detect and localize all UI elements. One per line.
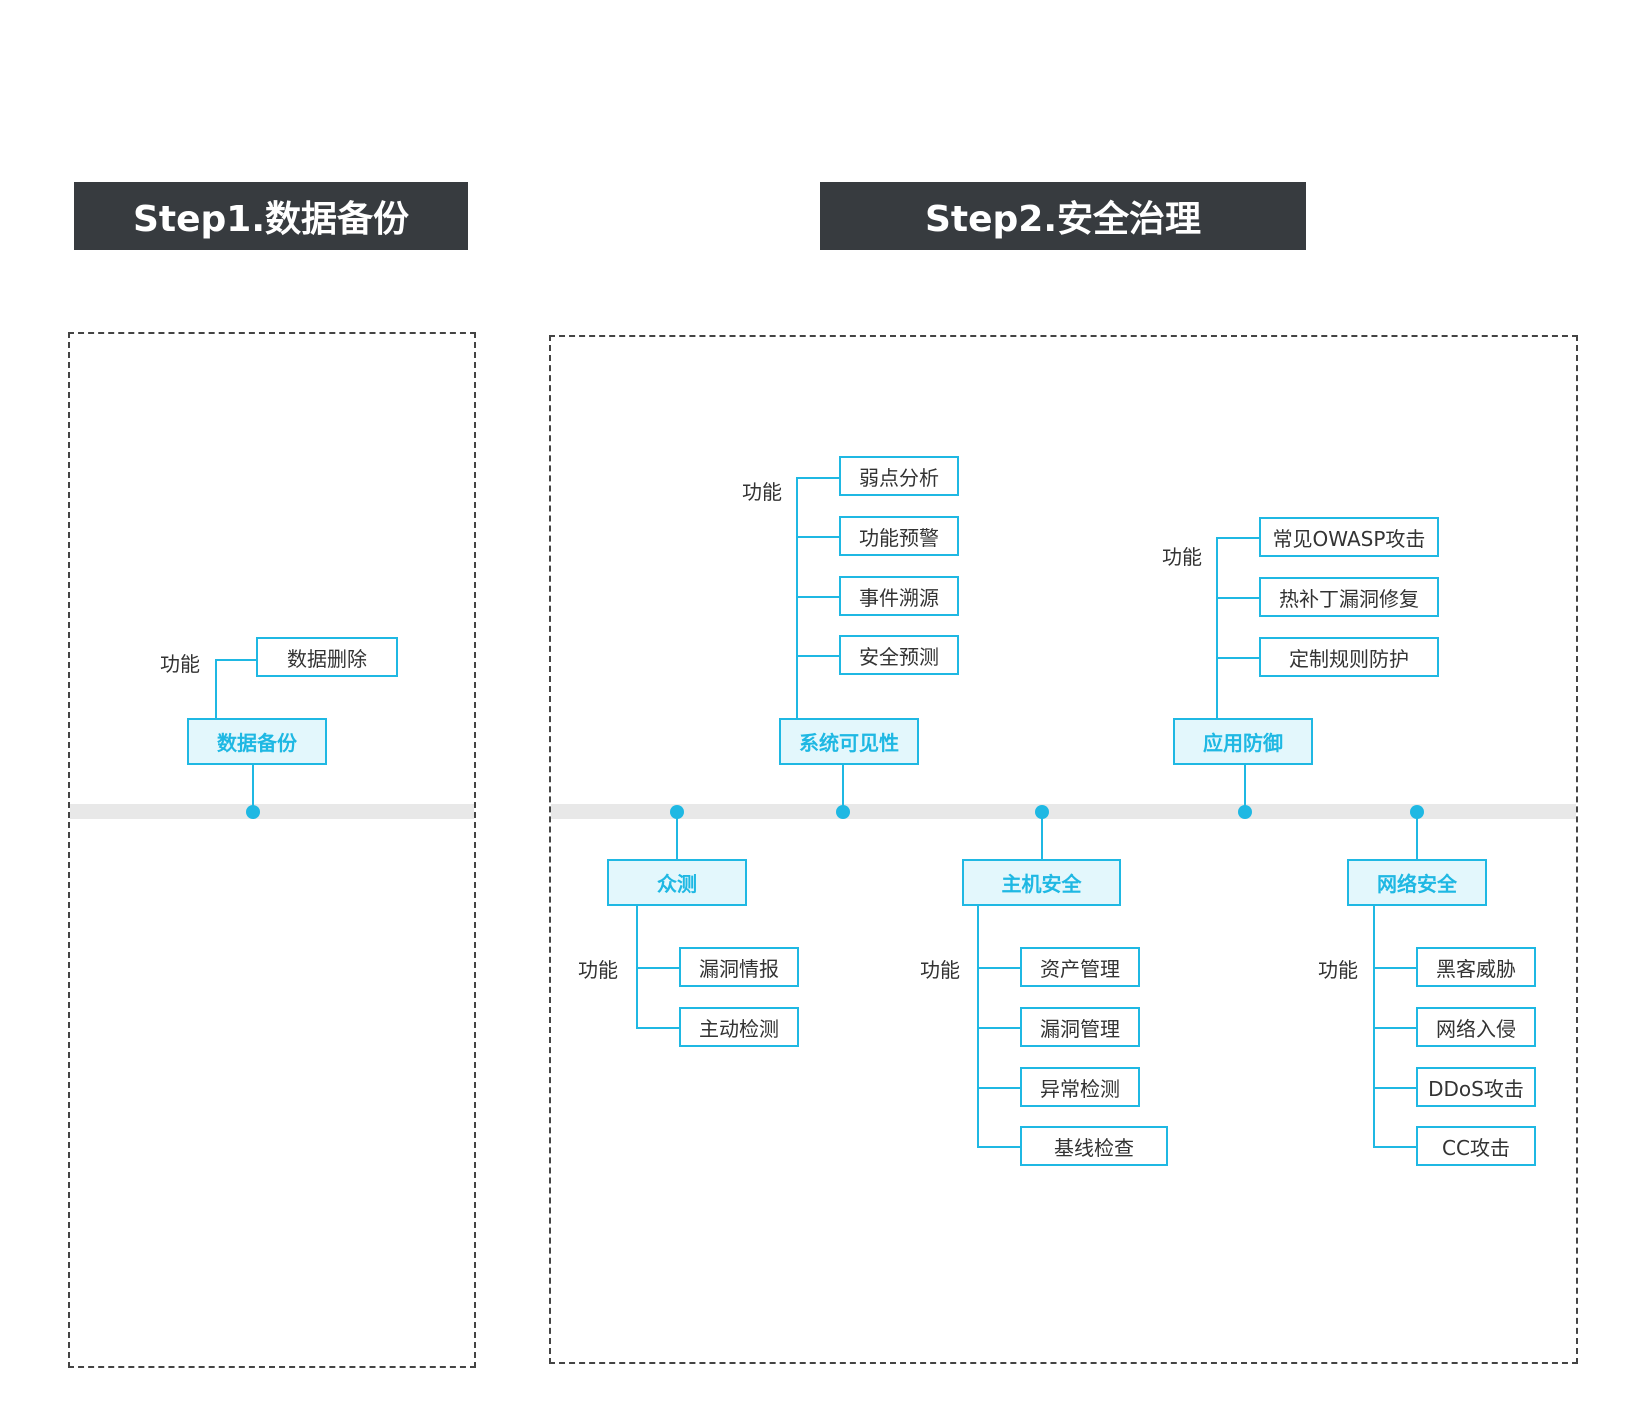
- function-label: 功能: [160, 652, 200, 676]
- connector-line: [977, 1146, 1021, 1148]
- connector-line: [215, 659, 256, 661]
- feature-label: 定制规则防护: [1289, 646, 1409, 671]
- function-label: 功能: [578, 958, 618, 982]
- connector-line: [796, 477, 798, 719]
- connector-line: [977, 1087, 1021, 1089]
- function-label: 功能: [1162, 545, 1202, 569]
- feature-box: 功能预警: [839, 516, 959, 556]
- node-host-security-label: 主机安全: [1001, 872, 1082, 896]
- connector-line: [1216, 537, 1260, 539]
- connector-line: [252, 764, 254, 806]
- feature-label: 数据删除: [287, 646, 367, 671]
- feature-box: 漏洞管理: [1020, 1007, 1140, 1047]
- function-label: 功能: [742, 480, 782, 504]
- feature-label: 网络入侵: [1436, 1016, 1516, 1041]
- connector-line: [1244, 764, 1246, 806]
- connector-line: [1416, 818, 1418, 860]
- feature-label: 功能预警: [859, 525, 939, 550]
- step1-panel: [68, 332, 476, 1368]
- feature-box: 主动检测: [679, 1007, 799, 1047]
- step2-title: Step2.安全治理: [924, 199, 1202, 240]
- feature-label: 主动检测: [699, 1016, 779, 1041]
- feature-box: 安全预测: [839, 635, 959, 675]
- timeline-dot: [1238, 805, 1252, 819]
- connector-line: [1041, 818, 1043, 860]
- feature-box: 弱点分析: [839, 456, 959, 496]
- feature-label: 黑客威胁: [1436, 956, 1516, 981]
- feature-box: 事件溯源: [839, 576, 959, 616]
- feature-label: 资产管理: [1040, 956, 1120, 981]
- node-network-security-label: 网络安全: [1377, 872, 1457, 896]
- connector-line: [796, 655, 840, 657]
- feature-box: 数据删除: [256, 637, 398, 677]
- connector-line: [1373, 967, 1417, 969]
- feature-label: 事件溯源: [859, 585, 939, 610]
- connector-line: [796, 596, 840, 598]
- function-label: 功能: [1318, 958, 1358, 982]
- connector-line: [636, 1027, 680, 1029]
- connector-line: [977, 1027, 1021, 1029]
- step2-timeline: [551, 804, 1576, 819]
- connector-line: [1216, 657, 1260, 659]
- step1-timeline: [70, 804, 474, 819]
- feature-box: 热补丁漏洞修复: [1259, 577, 1439, 617]
- node-app-defense-label: 应用防御: [1203, 731, 1283, 755]
- feature-label: 热补丁漏洞修复: [1279, 586, 1419, 611]
- step1-title: Step1.数据备份: [132, 199, 410, 240]
- node-system-visibility: 系统可见性: [779, 718, 919, 765]
- node-network-security: 网络安全: [1347, 859, 1487, 906]
- connector-line: [1373, 1027, 1417, 1029]
- feature-box: 黑客威胁: [1416, 947, 1536, 987]
- timeline-dot: [246, 805, 260, 819]
- feature-box: 基线检查: [1020, 1126, 1168, 1166]
- timeline-dot: [670, 805, 684, 819]
- connector-line: [1373, 1146, 1417, 1148]
- node-host-security: 主机安全: [962, 859, 1121, 906]
- feature-box: 资产管理: [1020, 947, 1140, 987]
- connector-line: [977, 967, 1021, 969]
- feature-label: 漏洞情报: [699, 956, 779, 981]
- node-crowdtest: 众测: [607, 859, 747, 906]
- connector-line: [796, 536, 840, 538]
- node-system-visibility-label: 系统可见性: [799, 731, 899, 755]
- connector-line: [636, 967, 680, 969]
- step2-panel: [549, 335, 1578, 1364]
- feature-box: 常见OWASP攻击: [1259, 517, 1439, 557]
- feature-label: 异常检测: [1040, 1076, 1120, 1101]
- feature-label: CC攻击: [1442, 1135, 1510, 1160]
- connector-line: [1216, 597, 1260, 599]
- connector-line: [1373, 1087, 1417, 1089]
- feature-box: 网络入侵: [1416, 1007, 1536, 1047]
- node-data-backup: 数据备份: [187, 718, 327, 765]
- timeline-dot: [1410, 805, 1424, 819]
- step2-header: Step2.安全治理: [820, 182, 1306, 250]
- feature-label: 安全预测: [859, 644, 939, 669]
- feature-label: 弱点分析: [859, 465, 939, 490]
- feature-box: DDoS攻击: [1416, 1067, 1536, 1107]
- node-data-backup-label: 数据备份: [217, 731, 297, 755]
- node-app-defense: 应用防御: [1173, 718, 1313, 765]
- feature-box: CC攻击: [1416, 1126, 1536, 1166]
- feature-label: 基线检查: [1054, 1135, 1134, 1160]
- connector-line: [215, 659, 217, 719]
- timeline-dot: [836, 805, 850, 819]
- feature-label: 漏洞管理: [1040, 1016, 1120, 1041]
- connector-line: [1216, 537, 1218, 719]
- step1-header: Step1.数据备份: [74, 182, 468, 250]
- feature-label: 常见OWASP攻击: [1272, 526, 1426, 551]
- node-crowdtest-label: 众测: [657, 872, 697, 896]
- timeline-dot: [1035, 805, 1049, 819]
- feature-box: 异常检测: [1020, 1067, 1140, 1107]
- feature-box: 漏洞情报: [679, 947, 799, 987]
- function-label: 功能: [920, 958, 960, 982]
- connector-line: [796, 477, 840, 479]
- connector-line: [977, 905, 979, 1148]
- feature-box: 定制规则防护: [1259, 637, 1439, 677]
- connector-line: [676, 818, 678, 860]
- feature-label: DDoS攻击: [1428, 1076, 1524, 1101]
- connector-line: [1373, 905, 1375, 1148]
- connector-line: [842, 764, 844, 806]
